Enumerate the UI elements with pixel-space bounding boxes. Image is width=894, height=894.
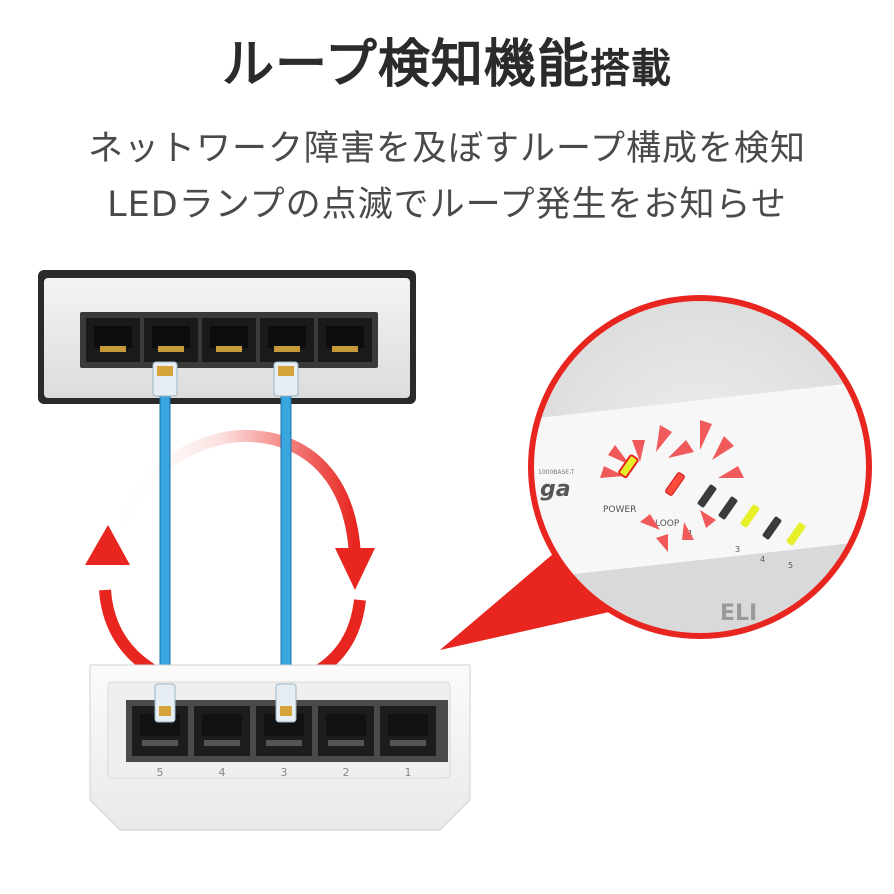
title-suffix: 搭載 [589,46,672,92]
upper-port[interactable] [86,318,140,362]
port-label: 1 [405,766,412,779]
led-loop [665,472,685,496]
lower-port[interactable] [194,706,250,756]
lower-port[interactable] [318,706,374,756]
zoom-port-number: 5 [788,561,793,570]
led-port [697,484,717,508]
upper-port-row [86,318,372,362]
zoom-power-label: POWER [603,505,636,515]
loop-arrow [85,429,375,697]
port-label: 3 [281,766,288,779]
upper-port[interactable] [260,318,314,362]
led-zoom-panel: ga 1000BASE-T POWER LOOP 3 4 5 1 ELI [528,295,872,639]
port-label: 2 [343,766,350,779]
title-main: ループ検知機能 [222,35,590,95]
zoom-brand-text: ga [540,477,571,502]
led-port [786,522,806,546]
lower-port-row [132,706,436,756]
lower-connectors [154,683,297,723]
upper-port[interactable] [144,318,198,362]
blink-rays-loop [640,420,744,552]
lower-port[interactable] [380,706,436,756]
led-port [762,516,782,540]
blink-rays-power [600,425,694,478]
zoom-model-text: 1000BASE-T [538,469,575,476]
page-title: ループ検知機能搭載 [0,22,894,97]
port-number-labels: 5 4 3 2 1 [157,766,412,779]
zoom-port-number: 4 [760,555,765,564]
status-leds [618,454,806,546]
upper-switch [38,270,416,404]
upper-port[interactable] [318,318,372,362]
description-line-1: ネットワーク障害を及ぼすループ構成を検知 [88,129,806,169]
lower-switch: 5 4 3 2 1 [89,664,471,831]
led-power [618,454,639,479]
zoom-loop-label: LOOP [655,519,680,529]
description-line-2: LEDランプの点滅でループ発生をお知らせ [107,185,787,225]
led-port [740,504,760,528]
upper-port[interactable] [202,318,256,362]
port-label: 4 [219,766,226,779]
port-label: 5 [157,766,164,779]
zoom-port-number: 1 [688,529,693,538]
zoom-corner-text: ELI [720,601,757,626]
led-port [718,496,738,520]
zoom-port-number: 3 [735,545,740,554]
